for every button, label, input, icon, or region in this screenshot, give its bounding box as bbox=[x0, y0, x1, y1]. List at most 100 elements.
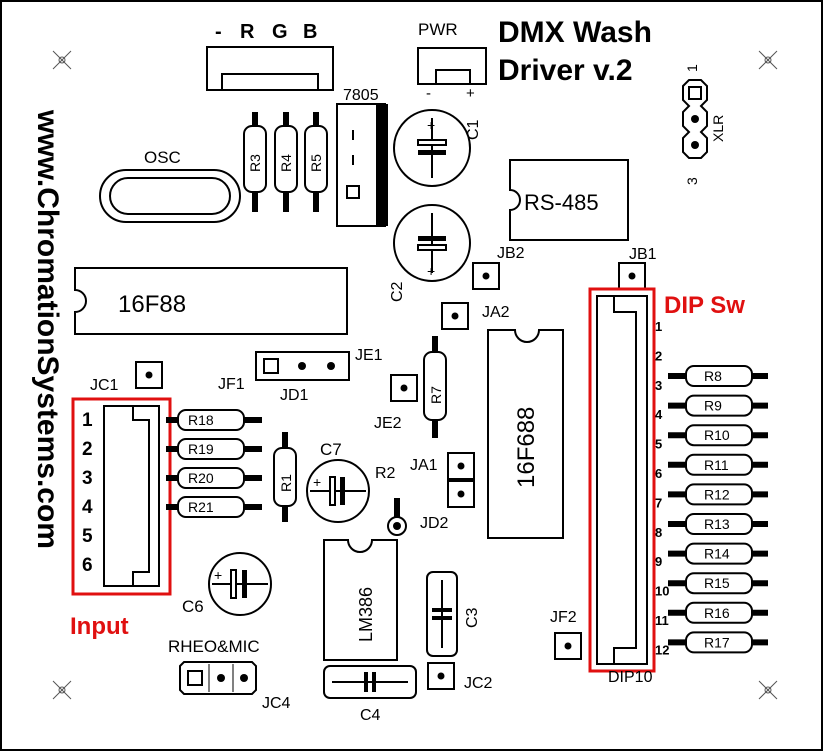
svg-text:C7: C7 bbox=[320, 440, 342, 459]
website-text: www.ChromationSystems.com bbox=[31, 109, 64, 549]
input-pin-number: 4 bbox=[82, 497, 93, 518]
pwr-connector: PWR - + bbox=[417, 20, 487, 102]
jumper-pad bbox=[135, 361, 163, 389]
resistor-r4: R4 bbox=[274, 112, 298, 212]
svg-text:+: + bbox=[427, 117, 435, 133]
title-line1: DMX Wash bbox=[498, 16, 652, 49]
svg-text:JC1: JC1 bbox=[90, 377, 119, 394]
dip-label: DIP Sw bbox=[664, 292, 745, 319]
jumper-labels: JB2 JB1 JA2 JE1 JF1 JD1 JC1 JE2 JA1 R2 J… bbox=[90, 245, 657, 712]
svg-text:C1: C1 bbox=[465, 119, 482, 140]
chip-lm386: LM386 bbox=[323, 539, 398, 661]
dip-pin-number: 1 bbox=[655, 319, 662, 334]
svg-text:JA1: JA1 bbox=[410, 457, 438, 474]
svg-text:JF1: JF1 bbox=[218, 376, 245, 393]
jumper-pad bbox=[427, 662, 455, 690]
input-pin-number: 5 bbox=[82, 526, 93, 547]
input-pin-number: 2 bbox=[82, 439, 93, 460]
svg-text:R16: R16 bbox=[704, 605, 730, 621]
jumper-pad bbox=[447, 452, 475, 480]
input-pin-number: 3 bbox=[82, 468, 93, 489]
dip-highlight bbox=[588, 287, 656, 673]
svg-text:OSC: OSC bbox=[144, 148, 181, 167]
svg-text:R2: R2 bbox=[375, 465, 396, 482]
svg-text:R18: R18 bbox=[188, 412, 214, 428]
svg-text:JC2: JC2 bbox=[464, 675, 493, 692]
resistor-r5: R5 bbox=[304, 112, 328, 212]
svg-text:-: - bbox=[215, 21, 222, 43]
dip-pin-number: 2 bbox=[655, 348, 662, 363]
header-rheo-mic: RHEO&MIC bbox=[168, 637, 260, 695]
rgb-connector: - R G B bbox=[206, 21, 334, 91]
svg-text:R15: R15 bbox=[704, 575, 730, 591]
resistor-r7: R7 bbox=[423, 336, 447, 438]
svg-text:R14: R14 bbox=[704, 546, 730, 562]
svg-text:C2: C2 bbox=[389, 281, 406, 302]
dip-pin-number: 5 bbox=[655, 437, 662, 452]
svg-text:R4: R4 bbox=[278, 154, 294, 172]
svg-text:R9: R9 bbox=[704, 398, 722, 414]
svg-text:-: - bbox=[426, 85, 431, 102]
svg-text:R8: R8 bbox=[704, 368, 722, 384]
svg-text:G: G bbox=[272, 21, 288, 43]
capacitor-c3: C3 bbox=[426, 571, 481, 657]
input-pin-number: 6 bbox=[82, 555, 93, 576]
mounting-hole-icon bbox=[52, 50, 778, 700]
resistor-r11: R11 bbox=[668, 453, 768, 476]
header-jd1 bbox=[255, 351, 350, 381]
svg-text:16F688: 16F688 bbox=[513, 407, 540, 488]
svg-text:JF2: JF2 bbox=[550, 609, 577, 626]
jumper-pad bbox=[472, 262, 500, 290]
xlr-connector: 1 XLR 3 bbox=[682, 64, 726, 185]
resistor-r1: R1 bbox=[273, 432, 297, 522]
capacitor-c6: + C6 bbox=[182, 552, 272, 616]
resistor-r13: R13 bbox=[668, 513, 768, 535]
svg-text:3: 3 bbox=[684, 177, 700, 185]
svg-text:C4: C4 bbox=[360, 707, 381, 724]
resistor-r8: R8 bbox=[668, 365, 768, 387]
svg-text:+: + bbox=[427, 263, 435, 279]
svg-text:1: 1 bbox=[684, 64, 700, 72]
svg-text:R: R bbox=[240, 21, 255, 43]
svg-text:JC4: JC4 bbox=[262, 695, 291, 712]
dip-pin-number: 3 bbox=[655, 378, 662, 393]
svg-text:R1: R1 bbox=[278, 474, 294, 492]
svg-text:R19: R19 bbox=[188, 441, 214, 457]
dip-pin-number: 12 bbox=[655, 642, 669, 657]
resistor-r9: R9 bbox=[668, 394, 768, 417]
jumper-pad bbox=[447, 480, 475, 508]
svg-text:LM386: LM386 bbox=[356, 587, 376, 642]
dip-pin-number: 9 bbox=[655, 554, 662, 569]
jumper-pad bbox=[390, 374, 418, 402]
svg-text:+: + bbox=[214, 567, 222, 583]
svg-text:JB2: JB2 bbox=[497, 245, 525, 262]
title-line2: Driver v.2 bbox=[498, 54, 633, 87]
capacitor-c4: C4 bbox=[323, 665, 417, 724]
resistor-r2 bbox=[387, 498, 407, 536]
dip-pin-number: 8 bbox=[655, 525, 662, 540]
resistor-r10: R10 bbox=[668, 424, 768, 447]
dip-pin-number: 10 bbox=[655, 584, 669, 599]
jumper-pad bbox=[618, 262, 646, 290]
resistor-r21: R21 bbox=[166, 496, 262, 518]
input-pin-number: 1 bbox=[82, 410, 93, 431]
input-pin-numbers: 1 2 3 4 5 6 bbox=[82, 410, 93, 576]
jumper-pad bbox=[441, 302, 469, 330]
svg-text:RHEO&MIC: RHEO&MIC bbox=[168, 637, 260, 656]
svg-text:PWR: PWR bbox=[418, 20, 458, 39]
svg-text:+: + bbox=[313, 474, 321, 490]
svg-text:R10: R10 bbox=[704, 427, 730, 443]
jumper-pads bbox=[135, 262, 646, 690]
resistor-r16: R16 bbox=[668, 601, 768, 624]
dip-pin-number: 7 bbox=[655, 495, 662, 510]
resistor-r20: R20 bbox=[166, 467, 262, 489]
svg-text:+: + bbox=[466, 85, 475, 102]
jumper-pad bbox=[554, 632, 582, 660]
svg-text:R13: R13 bbox=[704, 516, 730, 532]
svg-text:JD1: JD1 bbox=[280, 387, 309, 404]
input-highlight bbox=[71, 397, 172, 596]
input-label: Input bbox=[70, 613, 129, 640]
svg-text:B: B bbox=[303, 21, 317, 43]
